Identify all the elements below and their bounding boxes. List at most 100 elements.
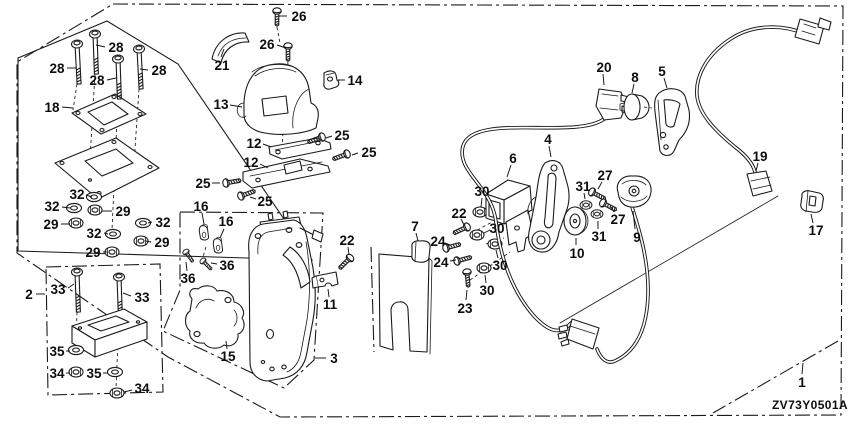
part-label-25: 25 [334, 128, 350, 143]
assembly-phantom-diagonal [712, 340, 839, 414]
part-label-3: 3 [330, 351, 338, 366]
part-label-28: 28 [151, 63, 167, 78]
part-label-34: 34 [134, 381, 150, 396]
part-label-29: 29 [43, 217, 58, 232]
leader-line-9 [632, 210, 636, 230]
leader-line-28 [139, 68, 149, 71]
part-5-bracket [654, 88, 691, 157]
part-19-connector [746, 170, 773, 197]
part-label-34: 34 [49, 366, 65, 381]
part-label-33: 33 [50, 282, 66, 297]
part-7-cap [411, 240, 431, 263]
part-15-gasket [184, 285, 245, 349]
leader-line-32 [147, 221, 153, 224]
leader-line-24 [449, 259, 457, 262]
subassembly-center-box [162, 211, 324, 389]
leader-line-15 [225, 340, 228, 350]
panel-phantom-edge [370, 246, 375, 353]
part-label-30: 30 [492, 258, 507, 273]
leader-line-34 [123, 389, 133, 393]
leader-line-21 [220, 48, 225, 58]
part-14-clip [323, 70, 340, 90]
part-label-4: 4 [544, 132, 552, 147]
part-label-31: 31 [575, 179, 591, 194]
part-label-7: 7 [411, 219, 419, 234]
part-label-13: 13 [213, 97, 229, 112]
part-12-bracket-lower [242, 158, 331, 189]
diagram-code: ZV73Y0501A [772, 398, 848, 412]
part-label-1: 1 [798, 375, 806, 390]
part-label-12: 12 [243, 155, 258, 170]
assembly-solid-diagonal [559, 195, 779, 324]
part-10-knob [563, 206, 589, 236]
leader-line-29 [145, 240, 152, 243]
part-18-gasket [54, 137, 160, 200]
leader-line-12 [259, 163, 269, 169]
leader-line-25 [351, 152, 359, 156]
harness-connector [557, 318, 600, 350]
part-label-23: 23 [457, 301, 473, 316]
leader-line-8 [631, 83, 635, 94]
part-label-21: 21 [214, 58, 230, 73]
leader-line-13 [229, 104, 243, 108]
part-label-27: 27 [610, 212, 625, 227]
leader-line-27 [610, 206, 615, 213]
leader-line-24 [444, 242, 451, 246]
part-label-5: 5 [658, 64, 666, 79]
leader-line-30 [480, 197, 483, 208]
part-label-24: 24 [430, 234, 446, 249]
part-label-26: 26 [291, 9, 307, 24]
part-label-8: 8 [631, 70, 639, 85]
leader-line-32 [85, 194, 93, 198]
leader-line-25 [249, 196, 257, 200]
leader-line-16 [219, 228, 225, 239]
mounting-panel [378, 253, 433, 355]
part-label-20: 20 [596, 60, 611, 75]
leader-line-18 [61, 106, 74, 109]
part-18-mount-plate [71, 93, 147, 135]
part-11-clamp [311, 271, 339, 289]
leader-line-7 [415, 232, 419, 242]
part-label-36: 36 [180, 271, 196, 286]
leader-line-28 [106, 77, 117, 81]
part-label-25: 25 [257, 194, 273, 209]
leader-line-19 [755, 162, 759, 172]
part-label-11: 11 [323, 297, 338, 312]
part-label-14: 14 [347, 73, 363, 88]
part-label-33: 33 [134, 290, 150, 305]
part-label-18: 18 [44, 100, 60, 115]
part-23-screw [461, 267, 474, 289]
part-label-24: 24 [433, 255, 449, 270]
part-label-32: 32 [44, 199, 59, 214]
part-label-30: 30 [479, 283, 494, 298]
part-label-29: 29 [154, 235, 169, 250]
leader-line-30 [483, 229, 491, 234]
leader-line-17 [810, 213, 814, 224]
part-9-grommet [616, 175, 652, 208]
leader-line-16 [201, 212, 205, 225]
leader-line-33 [67, 283, 75, 289]
leader-line-32 [103, 232, 109, 235]
part-label-30: 30 [489, 221, 504, 236]
part-label-16: 16 [193, 199, 209, 214]
part-label-35: 35 [86, 366, 102, 381]
part-label-32: 32 [69, 187, 84, 202]
part-label-35: 35 [49, 344, 65, 359]
leader-line-6 [506, 164, 512, 178]
part-label-19: 19 [752, 149, 767, 164]
part-label-6: 6 [509, 151, 517, 166]
part-label-2: 2 [25, 287, 33, 302]
part-4-lever [527, 160, 570, 253]
part-label-32: 32 [86, 226, 101, 241]
leader-line-22 [460, 218, 465, 226]
leader-line-11 [327, 288, 330, 298]
leader-line-25 [325, 135, 333, 139]
leader-line-32 [61, 206, 71, 209]
part-label-12: 12 [246, 136, 261, 151]
leader-line-5 [663, 77, 668, 89]
part-label-28: 28 [108, 40, 124, 55]
part-label-31: 31 [591, 229, 607, 244]
harness-cable [460, 117, 650, 364]
